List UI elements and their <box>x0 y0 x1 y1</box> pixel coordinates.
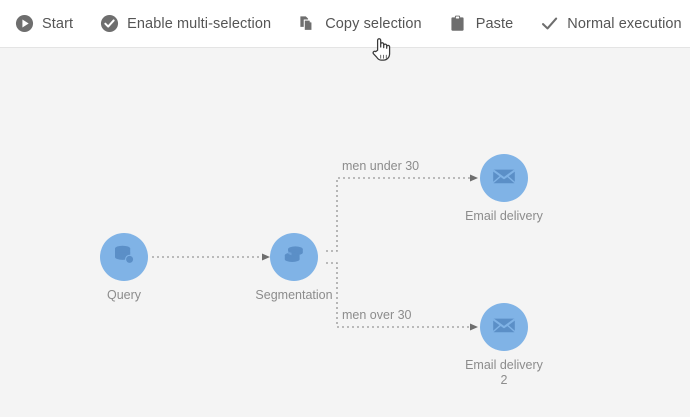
clipboard-icon <box>448 14 468 34</box>
arrowhead-icon <box>470 323 478 331</box>
toolbar-button-normal-execution[interactable]: Normal execution <box>539 9 682 39</box>
toolbar-button-enable-multi-selection[interactable]: Enable multi-selection <box>99 9 271 39</box>
play-circle-icon <box>14 14 34 34</box>
toolbar-button-enable-multi-selection-label: Enable multi-selection <box>127 15 272 32</box>
edge-label-men-over-30: men over 30 <box>342 308 412 322</box>
toolbar-button-start-label: Start <box>42 15 74 32</box>
arrowhead-icon <box>262 253 270 261</box>
check-circle-icon <box>99 14 119 34</box>
edge-segmentation-to-email-delivery <box>326 177 470 252</box>
workflow-node-query-label: Query <box>106 288 142 302</box>
envelope-icon <box>490 162 518 195</box>
workflow-node-query[interactable]: Query <box>69 233 179 303</box>
node-email-delivery-circle <box>480 154 528 202</box>
toolbar-button-copy-selection[interactable]: Copy selection <box>297 9 422 39</box>
workflow-node-segmentation[interactable]: Segmentation <box>239 233 349 303</box>
copy-icon <box>297 14 317 34</box>
toolbar-button-copy-selection-label: Copy selection <box>325 15 422 32</box>
workflow-node-email-delivery[interactable]: Email delivery <box>449 154 559 224</box>
workflow-node-email-delivery-2[interactable]: Email delivery 2 <box>449 303 559 388</box>
database-icon <box>110 241 138 274</box>
arrowhead-icon <box>470 174 478 182</box>
workflow-node-segmentation-label: Segmentation <box>255 288 333 302</box>
workflow-connectors <box>152 174 478 331</box>
toolbar-button-paste[interactable]: Paste <box>448 9 514 39</box>
workflow-node-email-delivery-label: Email delivery <box>465 209 543 223</box>
check-icon <box>539 14 559 34</box>
edge-segmentation-to-email-delivery-2 <box>326 262 470 328</box>
edge-label-men-under-30: men under 30 <box>342 159 420 173</box>
workflow-node-email-delivery-2-label: Email delivery 2 <box>465 358 543 387</box>
toolbar-button-paste-label: Paste <box>475 15 514 32</box>
envelope-icon <box>490 311 518 344</box>
toolbar-button-normal-execution-label: Normal execution <box>567 15 682 32</box>
node-email-delivery-2-circle <box>480 303 528 351</box>
node-segmentation-circle <box>270 233 318 281</box>
node-query-circle <box>100 233 148 281</box>
connector-arrowheads <box>262 174 478 331</box>
toolbar-button-start[interactable]: Start <box>14 9 73 39</box>
segmentation-icon <box>280 241 308 274</box>
toolbar: Start Enable multi-selection Copy select… <box>0 0 690 48</box>
workflow-canvas[interactable]: men under 30 men over 30 <box>0 48 690 417</box>
